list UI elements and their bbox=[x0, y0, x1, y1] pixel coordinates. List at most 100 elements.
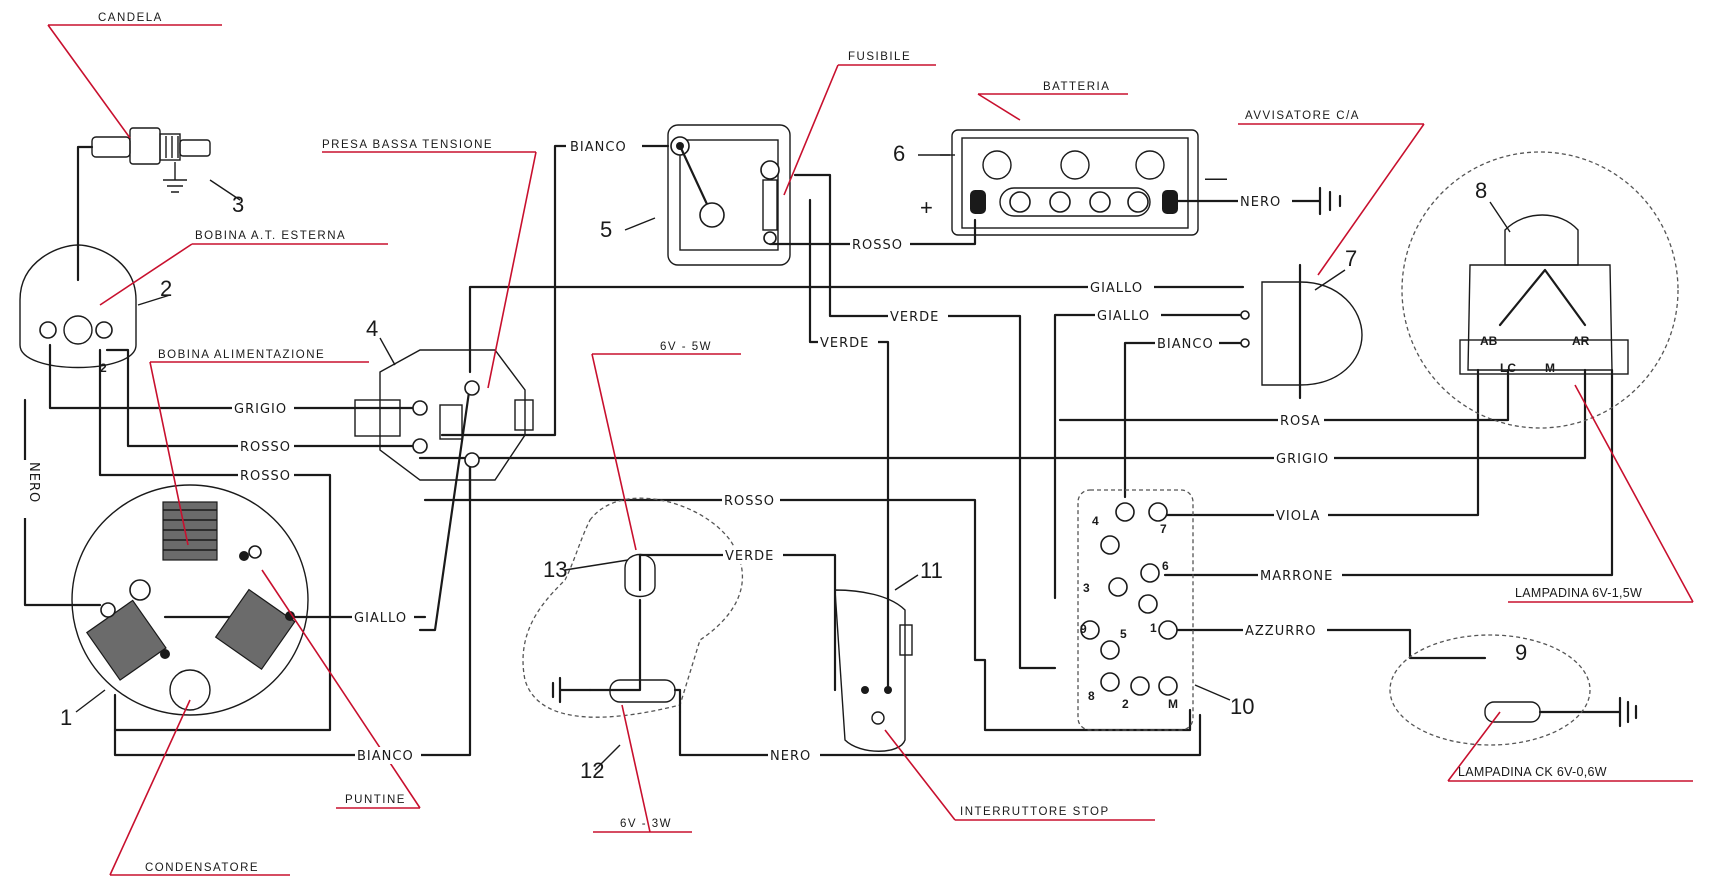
wire-grigio-left bbox=[48, 343, 422, 410]
num-6: 6 bbox=[893, 141, 905, 166]
term-4: 4 bbox=[1092, 514, 1099, 528]
wl-grigio-right: GRIGIO bbox=[1276, 452, 1329, 467]
label-6v-5w: 6V - 5W bbox=[660, 341, 712, 353]
wire-rosso-left-1 bbox=[105, 348, 422, 448]
wire-giallo-1 bbox=[468, 285, 1245, 374]
label-presa-bassa: PRESA BASSA TENSIONE bbox=[322, 139, 493, 151]
tail-lamp bbox=[522, 497, 743, 718]
label-bobina-alimentazione: BOBINA ALIMENTAZIONE bbox=[158, 349, 325, 361]
wire-presa-giallo bbox=[418, 383, 472, 632]
num-1: 1 bbox=[60, 705, 72, 730]
fuse-box bbox=[667, 124, 791, 266]
handlebar-switch bbox=[1077, 489, 1194, 731]
low-voltage-socket bbox=[354, 349, 534, 481]
label-interruttore-stop: INTERRUTTORE STOP bbox=[960, 806, 1110, 818]
wl-nero-battery: NERO bbox=[1240, 195, 1281, 210]
num-3: 3 bbox=[232, 192, 244, 217]
term-M: M bbox=[1168, 697, 1178, 711]
wl-bianco-bottom: BIANCO bbox=[357, 749, 414, 764]
wl-bianco-top: BIANCO bbox=[570, 140, 627, 155]
label-6v-3w: 6V - 3W bbox=[620, 818, 672, 830]
wl-rosso-battery: ROSSO bbox=[852, 238, 903, 253]
term-2: 2 bbox=[1122, 697, 1129, 711]
term-3: 3 bbox=[1083, 581, 1090, 595]
term-7: 7 bbox=[1160, 522, 1167, 536]
wire-rosa bbox=[1058, 368, 1510, 422]
magneto-flywheel bbox=[71, 484, 309, 716]
term-coil-2: 2 bbox=[100, 361, 107, 375]
wire-nero-bottom bbox=[678, 710, 1202, 757]
label-condensatore: CONDENSATORE bbox=[145, 862, 259, 874]
num-10: 10 bbox=[1230, 694, 1254, 719]
term-6: 6 bbox=[1162, 559, 1169, 573]
wire-grigio-right bbox=[418, 368, 1587, 460]
label-candela: CANDELA bbox=[98, 12, 163, 24]
term-9: 9 bbox=[1080, 622, 1087, 636]
wl-verde-1: VERDE bbox=[890, 310, 939, 325]
wire-rosso-mid bbox=[423, 498, 1192, 732]
num-9: 9 bbox=[1515, 640, 1527, 665]
label-bobina-at: BOBINA A.T. ESTERNA bbox=[195, 230, 346, 242]
wl-nero-vertical: NERO bbox=[26, 462, 41, 503]
label-batteria: BATTERIA bbox=[1043, 81, 1110, 93]
term-8: 8 bbox=[1088, 689, 1095, 703]
wire-nero-vertical bbox=[23, 248, 102, 607]
label-lampadina-1-5w: LAMPADINA 6V-1,5W bbox=[1515, 586, 1642, 600]
num-12: 12 bbox=[580, 758, 604, 783]
label-lampadina-ck: LAMPADINA CK 6V-0,6W bbox=[1458, 765, 1607, 779]
horn bbox=[1240, 263, 1363, 400]
lamp-ck bbox=[1389, 634, 1638, 746]
component-numbers: 1 2 3 4 5 6 7 8 9 10 11 12 13 bbox=[60, 141, 1527, 783]
ground-symbol-battery bbox=[1318, 186, 1342, 216]
wl-giallo-2: GIALLO bbox=[1097, 309, 1150, 324]
num-8: 8 bbox=[1475, 178, 1487, 203]
term-ab: AB bbox=[1480, 334, 1498, 348]
wire-rosso-left-2 bbox=[98, 348, 332, 732]
wl-giallo-1: GIALLO bbox=[1090, 281, 1143, 296]
wl-azzurro: AZZURRO bbox=[1245, 624, 1317, 639]
term-m: M bbox=[1545, 361, 1555, 375]
wire-lamp13-down bbox=[588, 598, 642, 692]
wire-viola bbox=[1163, 368, 1480, 517]
label-avvisatore: AVVISATORE C/A bbox=[1245, 110, 1360, 122]
wl-grigio-left: GRIGIO bbox=[234, 402, 287, 417]
num-13: 13 bbox=[543, 557, 567, 582]
terminal-labels: 4 7 6 3 9 5 1 8 2 M AB AR LC M 2 bbox=[100, 334, 1590, 711]
wl-verde-3: VERDE bbox=[725, 549, 774, 564]
wire-azzurro bbox=[1168, 628, 1487, 660]
wl-rosso-mid: ROSSO bbox=[724, 494, 775, 509]
light-switch bbox=[1401, 151, 1679, 429]
callout-labels: CANDELA BOBINA A.T. ESTERNA BOBINA ALIME… bbox=[98, 12, 1642, 874]
stop-switch bbox=[834, 589, 913, 752]
wl-rosso-left-1: ROSSO bbox=[240, 440, 291, 455]
wl-nero-bottom: NERO bbox=[770, 749, 811, 764]
num-7: 7 bbox=[1345, 246, 1357, 271]
term-1: 1 bbox=[1150, 621, 1157, 635]
term-5: 5 bbox=[1120, 627, 1127, 641]
battery-minus-sign: — bbox=[1205, 165, 1227, 190]
wire-bianco-bottom bbox=[113, 453, 472, 757]
wire-giallo-2 bbox=[1053, 313, 1245, 600]
wl-bianco-horn: BIANCO bbox=[1157, 337, 1214, 352]
wl-verde-2: VERDE bbox=[820, 336, 869, 351]
wl-marrone: MARRONE bbox=[1260, 569, 1333, 584]
wl-rosa: ROSA bbox=[1280, 414, 1321, 429]
callout-lines bbox=[47, 24, 1694, 876]
num-5: 5 bbox=[600, 217, 612, 242]
wire-verde-3 bbox=[638, 553, 837, 692]
wl-giallo-left: GIALLO bbox=[354, 611, 407, 626]
wire-marrone bbox=[1163, 368, 1614, 577]
num-4: 4 bbox=[366, 316, 378, 341]
battery-plus-sign: + bbox=[920, 195, 933, 220]
wire-labels: BIANCO ROSSO NERO GIALLO GIALLO BIANCO V… bbox=[17, 138, 1342, 764]
spark-plug bbox=[76, 127, 211, 252]
wl-rosso-left-2: ROSSO bbox=[240, 469, 291, 484]
wl-viola: VIOLA bbox=[1276, 509, 1320, 524]
label-fusibile: FUSIBILE bbox=[848, 51, 911, 63]
label-puntine: PUNTINE bbox=[345, 794, 406, 806]
battery bbox=[940, 129, 1199, 236]
num-11: 11 bbox=[920, 558, 943, 583]
term-lc: LC bbox=[1500, 361, 1516, 375]
